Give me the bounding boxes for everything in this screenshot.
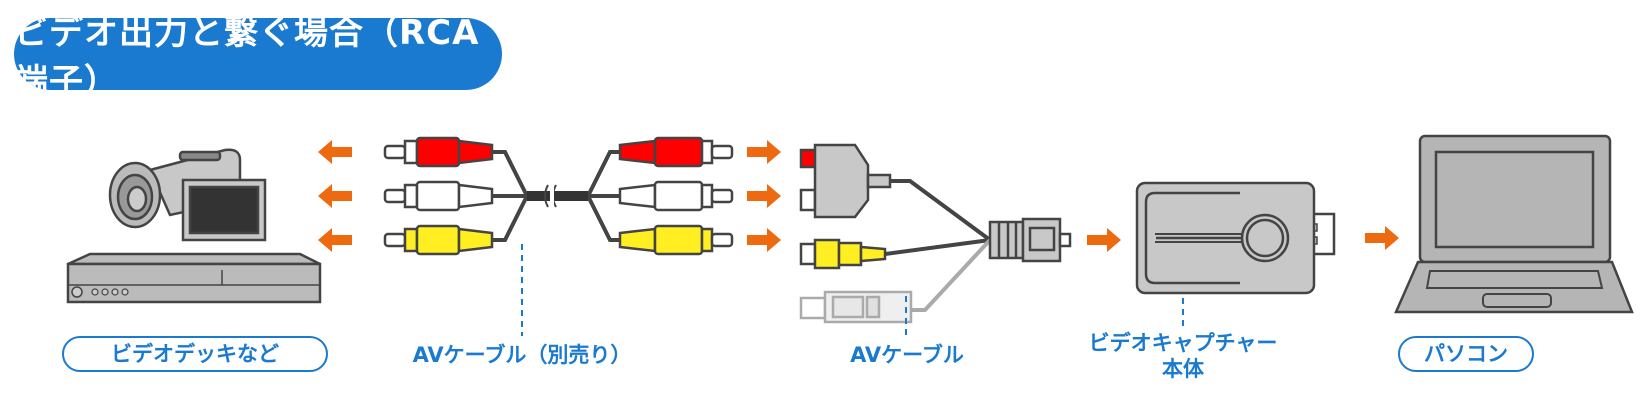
video-deck-icon: [66, 252, 322, 304]
arrow-right-yellow: [747, 228, 781, 252]
arrow-left-red: [318, 140, 352, 164]
arrow-left-white: [318, 184, 352, 208]
rca-plug-left-red: [383, 136, 494, 168]
video-capture-device-icon: [1135, 181, 1336, 295]
label-av-cable-sold-separately: AVケーブル（別売り）: [412, 343, 632, 367]
arrow-right-red: [747, 140, 781, 164]
rca-plug-left-yellow: [383, 224, 494, 256]
rca-plug-right-yellow: [618, 224, 734, 256]
label-av-cable: AVケーブル: [850, 343, 964, 367]
label-video-deck: ビデオデッキなど: [62, 336, 328, 372]
rca-plug-right-red: [618, 136, 734, 168]
arrow-to-pc: [1365, 226, 1399, 250]
rca-plug-right-white: [618, 180, 734, 212]
av-cable-included: [799, 143, 1072, 324]
camcorder-icon: [108, 148, 267, 242]
label-pc: パソコン: [1398, 336, 1534, 372]
arrow-to-capture: [1087, 228, 1121, 252]
leader-lines: [521, 244, 1184, 336]
laptop-icon: [1394, 134, 1634, 314]
arrow-left-yellow: [318, 228, 352, 252]
section-title: ビデオ出力と繋ぐ場合（RCA端子）: [14, 13, 502, 102]
label-capture-line2: 本体: [1162, 357, 1204, 381]
label-capture-line1: ビデオキャプチャー: [1088, 331, 1278, 355]
av-cable-sold-separately: [492, 150, 620, 242]
rca-plug-left-white: [383, 180, 494, 212]
arrow-right-white: [747, 184, 781, 208]
